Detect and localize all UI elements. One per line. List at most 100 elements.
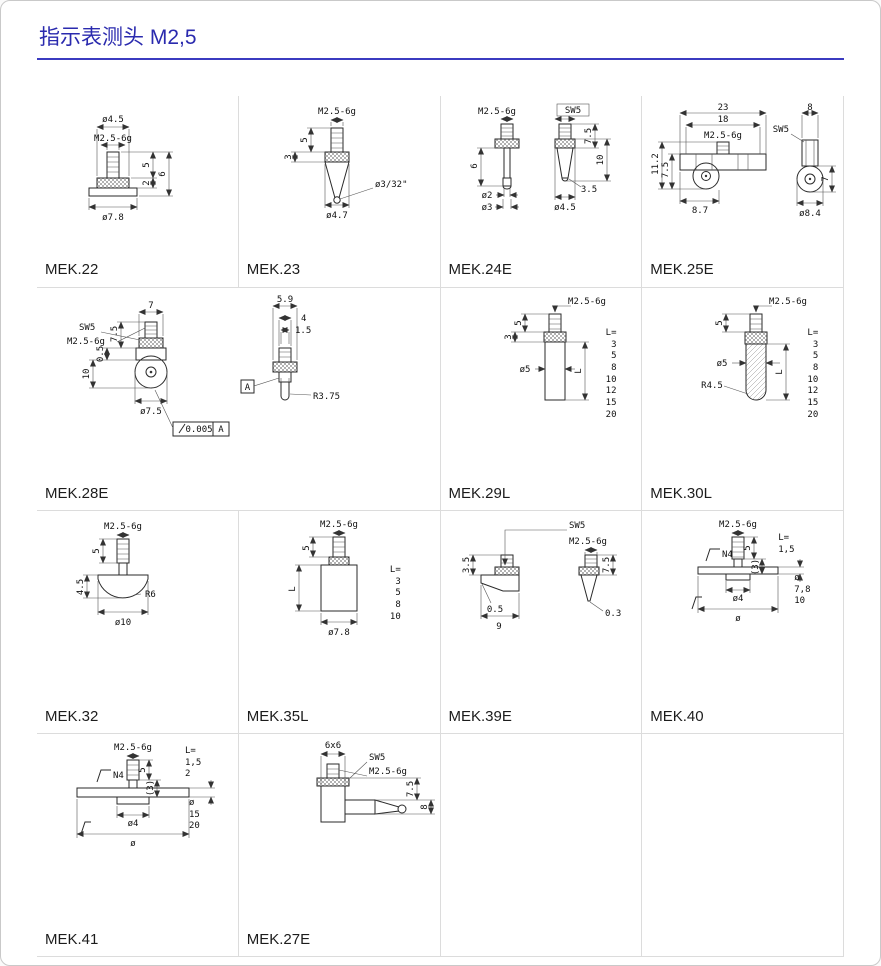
technical-drawing-mek27e: 6x6 SW5 M2.5-6g 7.5 8 [316, 741, 435, 823]
drawing-area: M2.5-6g 5 4.5 R6 ø10 [37, 511, 238, 708]
dim-label: 7 [821, 176, 831, 181]
dim-label: 8 [420, 804, 430, 809]
part-number-label: MEK.32 [45, 708, 99, 725]
catalog-cell-mek-27e: 6x6 SW5 M2.5-6g 7.5 8 MEK.27E [238, 734, 441, 957]
dim-label: ø8.4 [799, 209, 821, 219]
technical-drawing-mek24e: M2.5-6g SW5 6 ø2 ø3 7.5 10 3.5 ø4.5 [470, 103, 611, 213]
dim-label: ø2 [481, 191, 492, 201]
dimension-lines [722, 305, 791, 401]
thread-label: M2.5-6g [769, 297, 807, 307]
thread-label: M2.5-6g [104, 522, 142, 532]
empty-cell [642, 734, 844, 957]
dim-label: SW5 [569, 521, 585, 531]
dim-label: 3 [284, 154, 294, 159]
technical-drawing-mek22: ø4.5 M2.5-6g 5 2 6 ø7.8 [88, 115, 173, 223]
part-number-label: MEK.23 [246, 261, 301, 278]
dimension-lines [468, 529, 617, 619]
diameter-options-table: ø 7,8 10 [794, 573, 811, 607]
drawing-area: 7 SW5 M2.5-6g 7.5 0.5 10 ø7.5 0.005 A 5.… [37, 288, 440, 485]
drawing-area: 23 18 M2.5-6g 8.7 11.2 7.5 8 SW5 7 ø8.4 [642, 96, 843, 261]
length-options-table: L= 1,5 2 [185, 746, 202, 780]
dimension-lines [294, 530, 358, 625]
technical-drawing-mek39e: SW5 M2.5-6g 3.5 0.5 9 7.5 0.3 [462, 521, 621, 632]
probe-outline [697, 536, 779, 581]
drawing-area: ø4.5 M2.5-6g 5 2 6 ø7.8 [37, 96, 238, 261]
dim-label: SW5 [773, 125, 789, 135]
dim-label: 3.5 [580, 185, 596, 195]
dimension-lines [320, 751, 435, 815]
catalog-cell-mek-24e: M2.5-6g SW5 6 ø2 ø3 7.5 10 3.5 ø4.5 MEK.… [440, 96, 643, 288]
part-number-label: MEK.25E [650, 261, 714, 278]
tolerance-datum: A [218, 425, 224, 435]
technical-drawing-mek29l: M2.5-6g 5 3 ø5 L [504, 297, 605, 401]
dim-label: ø [130, 839, 136, 849]
thread-label: M2.5-6g [369, 767, 407, 777]
thread-label: M2.5-6g [704, 131, 742, 141]
dim-label: 7.5 [406, 781, 416, 797]
dim-label: ø5 [717, 359, 728, 369]
thread-label: M2.5-6g [320, 520, 358, 530]
drawing-area: M2.5-6g 5 ø5 R4.5 L L= 3 5 8 10 12 15 20 [642, 288, 843, 485]
probe-outline [494, 123, 575, 190]
probe-outline [324, 127, 350, 204]
dim-label: 7.5 [584, 128, 594, 144]
dimension-lines [88, 124, 173, 210]
dim-label: L [775, 369, 785, 374]
dim-label: SW5 [79, 323, 95, 333]
dim-label: 23 [718, 103, 729, 113]
catalog-cell-mek-39e: SW5 M2.5-6g 3.5 0.5 9 7.5 0.3 MEK.39E [440, 511, 643, 734]
dim-label: ø5 [519, 365, 530, 375]
technical-drawing-mek28e: 7 SW5 M2.5-6g 7.5 0.5 10 ø7.5 0.005 A 5.… [67, 295, 340, 437]
tolerance-value: 0.005 [185, 425, 212, 435]
dim-label: ø4 [733, 594, 744, 604]
dim-label: 5 [142, 162, 152, 167]
dim-label: ø [736, 614, 742, 624]
probe-outline [88, 151, 138, 197]
surface-finish-symbol [80, 769, 111, 835]
catalog-cell-mek-35l: M2.5-6g 5 L ø7.8 L= 3 5 8 10 MEK.35L [238, 511, 441, 734]
dim-label: SW5 [369, 753, 385, 763]
drawing-area: SW5 M2.5-6g 3.5 0.5 9 7.5 0.3 [441, 511, 642, 708]
dim-label: 3.5 [462, 557, 472, 573]
length-options-table: L= 1,5 [778, 533, 795, 555]
dim-label: 8.7 [692, 206, 708, 216]
dim-label: 6 [158, 171, 168, 176]
dim-label: 6 [470, 163, 480, 168]
dim-label: 7.5 [602, 557, 612, 573]
part-number-label: MEK.41 [45, 931, 99, 948]
dim-label: ø4 [128, 819, 139, 829]
dim-label: R6 [145, 590, 156, 600]
page-title: 指示表测头 M2,5 [39, 26, 197, 49]
dim-label: 7 [148, 301, 153, 311]
dim-label: 11.2 [651, 153, 661, 175]
part-number-label: MEK.40 [650, 708, 704, 725]
dim-label: 10 [82, 369, 92, 380]
dim-label: ø7.8 [328, 628, 350, 638]
part-number-label: MEK.27E [246, 931, 311, 948]
dim-label: 3 [504, 334, 514, 339]
dimension-lines [697, 530, 805, 613]
catalog-cell-mek-28e: 7 SW5 M2.5-6g 7.5 0.5 10 ø7.5 0.005 A 5.… [37, 288, 441, 511]
probe-outline [316, 763, 407, 823]
dim-label: 9 [496, 622, 501, 632]
dimension-lines [658, 110, 837, 206]
thread-label: M2.5-6g [318, 107, 356, 117]
dimension-lines [510, 305, 589, 401]
dim-label: (3) [751, 559, 761, 575]
drawing-area: M2.5-6g 5 3 ø5 L L= 3 5 8 10 12 15 20 [441, 288, 642, 485]
dimension-lines [476, 103, 611, 210]
dim-label: R3.75 [313, 392, 340, 402]
thread-label: M2.5-6g [569, 537, 607, 547]
probe-outline [744, 313, 768, 401]
dim-label: 0.5 [96, 346, 106, 362]
catalog-grid: ø4.5 M2.5-6g 5 2 6 ø7.8 MEK.22 [37, 96, 844, 957]
dim-label: SW5 [564, 106, 580, 116]
part-number-label: MEK.30L [650, 485, 712, 502]
probe-outline [679, 139, 824, 193]
part-number-label: MEK.29L [448, 485, 511, 502]
dim-label: (3) [146, 780, 156, 796]
dim-label: ø4.5 [554, 203, 576, 213]
dim-label: L [288, 586, 298, 591]
surface-finish-symbol [691, 548, 721, 610]
dim-label: 7.5 [110, 326, 120, 342]
